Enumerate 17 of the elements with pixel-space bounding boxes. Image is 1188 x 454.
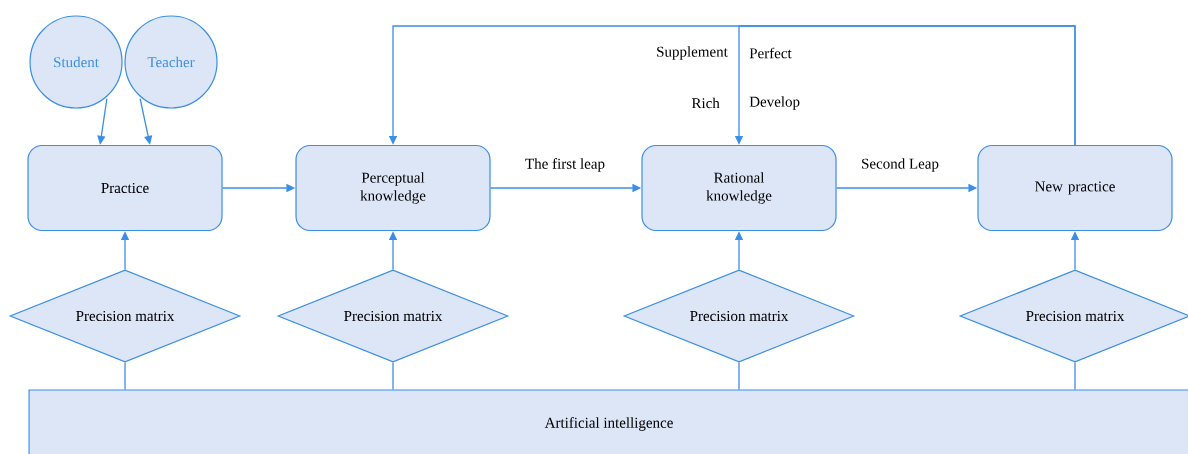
- circle-node: Teacher: [124, 15, 218, 109]
- base-band: Artificial intelligence: [28, 389, 1188, 454]
- connector-line: [738, 361, 740, 391]
- circle-node: Student: [29, 15, 123, 109]
- process-box: New practice: [977, 144, 1173, 232]
- branch-label: Supplement: [657, 46, 728, 60]
- process-box: Rational knowledge: [641, 144, 837, 232]
- branch-label: Perfect: [749, 47, 792, 59]
- connector-line: [1074, 361, 1076, 391]
- branch-label: Rich: [691, 97, 720, 109]
- process-box: Perceptual knowledge: [295, 144, 491, 232]
- edge-label: Second Leap: [860, 157, 940, 173]
- edge-label: The first leap: [524, 157, 606, 173]
- connector-line: [124, 361, 126, 391]
- connector-line: [392, 361, 394, 391]
- branch-label: Develop: [749, 96, 800, 110]
- process-box: Practice: [27, 144, 223, 232]
